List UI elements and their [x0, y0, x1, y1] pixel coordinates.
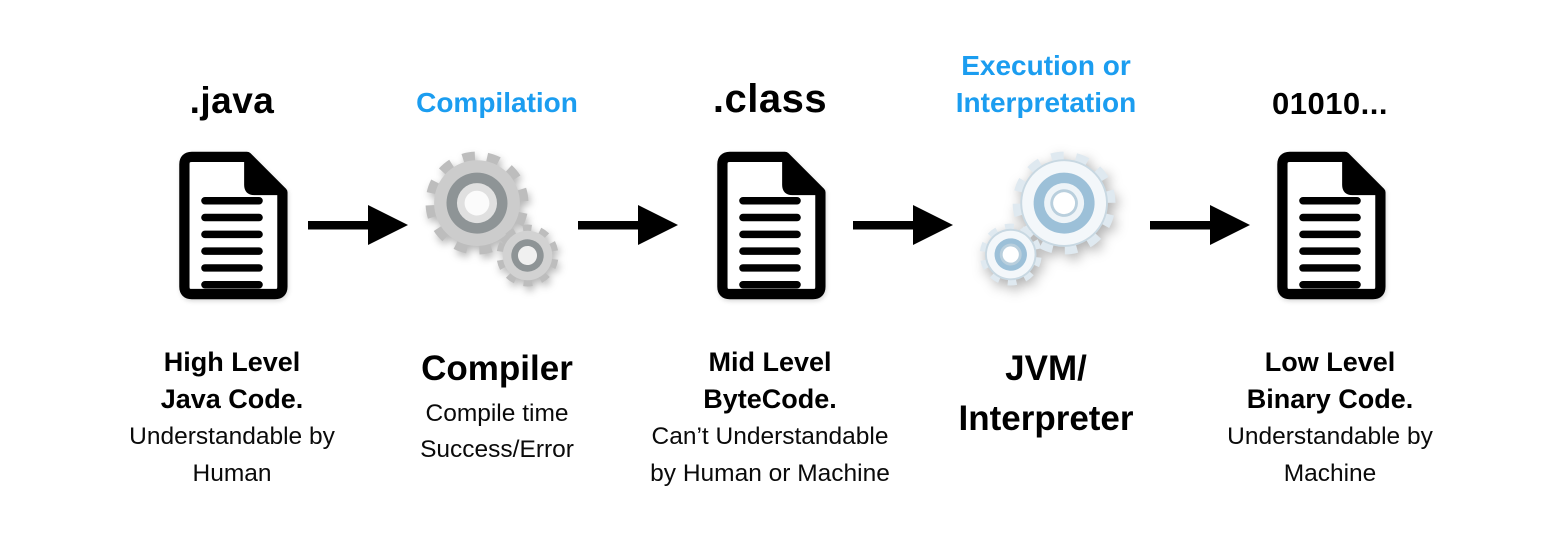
stage-caption-heading: Interpreter	[958, 398, 1134, 438]
stage-caption-heading: Java Code.	[160, 383, 304, 414]
document-icon	[717, 151, 826, 300]
stage-caption-text: Understandable by Machine	[1227, 423, 1433, 488]
document-icon	[615, 130, 925, 320]
document-icon	[1277, 151, 1386, 300]
right-arrow-icon	[308, 203, 408, 247]
stage-caption-heading: High Level	[163, 347, 301, 377]
stage-caption: Low Level Binary Code. Understandable by…	[1185, 344, 1475, 493]
stage-jvm: Execution or Interpretation JV	[906, 0, 1186, 443]
gears-icon	[979, 151, 1116, 286]
right-arrow-icon	[853, 203, 953, 247]
stage-caption-text: Understandable by Human	[129, 423, 335, 488]
stage-caption: High Level Java Code. Understandable by …	[82, 344, 382, 493]
gears-icon	[357, 130, 637, 320]
stage-binary: 01010... Low Level Binary Code. Understa…	[1185, 0, 1475, 493]
right-arrow-icon	[578, 203, 678, 247]
stage-caption-heading: Compiler	[421, 349, 573, 388]
stage-caption: Mid Level ByteCode. Can’t Understandable…	[615, 344, 925, 493]
stage-class-bytecode: .class Mid Level ByteCode. Can’t Underst…	[615, 0, 925, 493]
stage-title: Compilation	[416, 87, 578, 119]
document-icon	[179, 151, 288, 300]
stage-caption: Compiler Compile time Success/Error	[357, 344, 637, 469]
stage-caption-text: Compile time Success/Error	[420, 399, 574, 464]
stage-title: 01010...	[1271, 86, 1389, 121]
stage-caption: JVM/ Interpreter	[906, 344, 1186, 443]
stage-compiler: Compilation Compiler Com	[357, 0, 637, 469]
stage-caption-text: Can’t Understandable by Human or Machine	[650, 423, 890, 488]
document-icon	[1185, 130, 1475, 320]
stage-caption-heading: Low Level	[1264, 347, 1396, 377]
stage-title: Execution or Interpretation	[955, 50, 1137, 119]
document-icon	[82, 130, 382, 320]
gears-icon	[906, 130, 1186, 320]
stage-title: .java	[189, 80, 275, 121]
stage-caption-heading: Binary Code.	[1246, 383, 1414, 414]
stage-title: .class	[712, 77, 828, 121]
stage-caption-heading: ByteCode.	[703, 383, 837, 414]
gears-icon	[425, 151, 559, 287]
stage-java-source: .java High Level Java Code. Understandab…	[82, 0, 382, 493]
right-arrow-icon	[1150, 203, 1250, 247]
stage-caption-heading: Mid Level	[708, 347, 832, 377]
stage-caption-heading: JVM/	[1005, 349, 1087, 388]
